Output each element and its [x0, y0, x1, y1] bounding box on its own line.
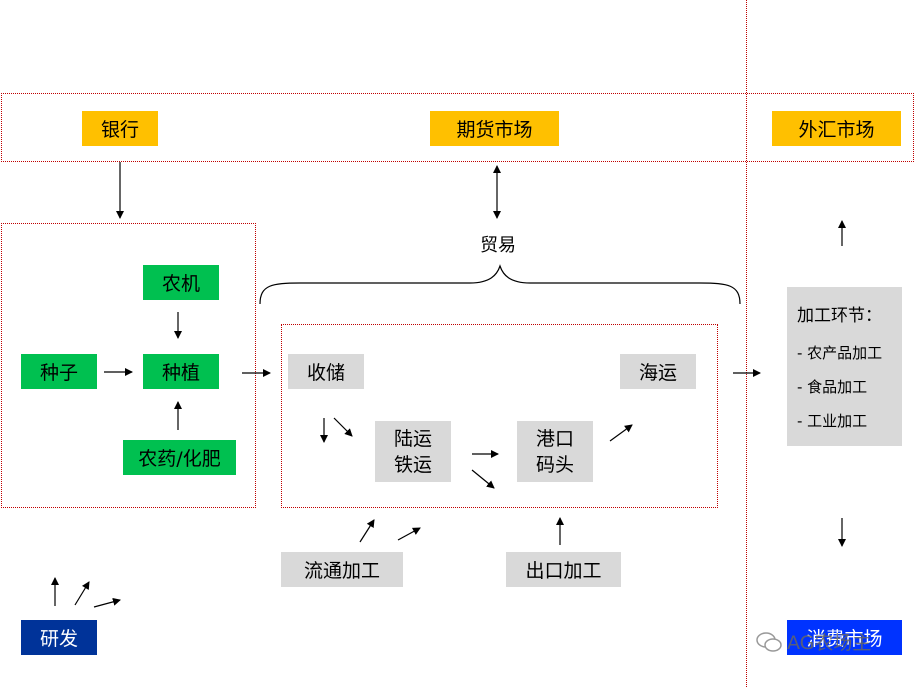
- consumer-market-box: 消费市场: [787, 620, 902, 655]
- rail-transport-label: 铁运: [393, 453, 432, 476]
- arrow-rnd-diagonal: [74, 581, 90, 606]
- arrow-distribution-up: [359, 519, 375, 543]
- storage-box: 收储: [288, 354, 364, 389]
- shipping-box: 海运: [620, 354, 696, 389]
- export-processing-box: 出口加工: [506, 552, 621, 587]
- forex-market-box: 外汇市场: [772, 111, 901, 146]
- arrow-storage-land: [333, 417, 353, 437]
- trade-brace: [259, 264, 741, 305]
- panel-item-industrial-processing: - 工业加工: [797, 412, 868, 430]
- land-transport-label: 陆运: [393, 427, 432, 450]
- seed-box: 种子: [21, 354, 97, 389]
- arrow-distribution-right: [397, 527, 421, 541]
- watermark: AG农场主: [755, 628, 871, 655]
- bank-box: 银行: [82, 111, 158, 146]
- dock-label: 码头: [535, 453, 574, 476]
- arrow-land-port-down: [471, 469, 495, 489]
- trade-label: 贸易: [480, 235, 516, 256]
- logistics-frame: [281, 324, 718, 508]
- port-label: 港口: [535, 427, 574, 450]
- panel-title: 加工环节：: [797, 306, 882, 326]
- machinery-box: 农机: [143, 265, 219, 300]
- arrow-port-shipping: [609, 424, 633, 442]
- panel-item-agri-processing: - 农产品加工: [797, 344, 883, 362]
- pesticide-fertilizer-box: 农药/化肥: [123, 440, 236, 475]
- domestic-foreign-divider: [746, 0, 747, 687]
- arrow-rnd-right: [93, 597, 121, 608]
- farm-frame: [1, 223, 256, 508]
- rnd-box: 研发: [21, 620, 97, 655]
- distribution-processing-box: 流通加工: [281, 552, 403, 587]
- finance-frame: [1, 93, 914, 162]
- processing-stage-panel: 加工环节： - 农产品加工 - 食品加工 - 工业加工: [787, 287, 902, 446]
- watermark-text: AG农场主: [787, 632, 872, 654]
- port-dock-box: 港口 码头: [517, 421, 593, 482]
- wechat-icon: [756, 631, 782, 652]
- panel-item-food-processing: - 食品加工: [797, 378, 868, 396]
- land-rail-transport-box: 陆运 铁运: [375, 421, 451, 482]
- futures-market-box: 期货市场: [430, 111, 559, 146]
- planting-box: 种植: [143, 354, 219, 389]
